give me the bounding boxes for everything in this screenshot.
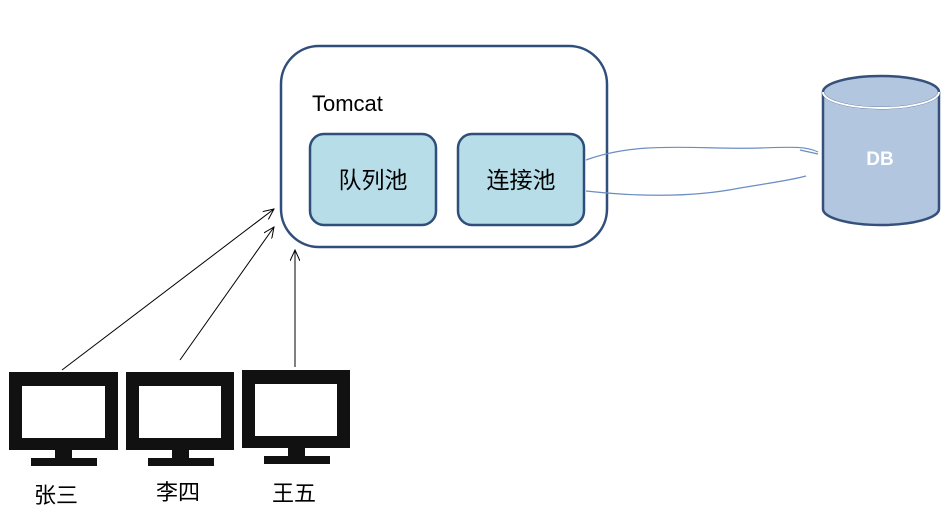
connection-pool-label: 连接池 xyxy=(487,168,556,194)
connection-pool-box xyxy=(456,132,586,227)
client-2: 李四 xyxy=(126,372,234,506)
client-1: 张三 xyxy=(9,372,118,509)
arrow-client-2 xyxy=(179,227,274,361)
monitor-icon xyxy=(242,370,350,464)
db-label: DB xyxy=(866,149,893,170)
monitor-icon xyxy=(126,372,234,466)
db-connection-line-tip xyxy=(799,149,819,155)
client-3: 王五 xyxy=(242,370,350,507)
tomcat-title: Tomcat xyxy=(312,91,383,116)
db-body xyxy=(821,92,941,227)
queue-pool-box xyxy=(308,132,438,227)
database-cylinder: DB xyxy=(821,74,941,227)
db-connection-line-upper xyxy=(585,146,819,161)
queue-pool: 队列池 xyxy=(308,132,438,227)
client-2-label: 李四 xyxy=(156,481,200,506)
client-1-label: 张三 xyxy=(34,484,78,509)
client-3-label: 王五 xyxy=(272,482,316,507)
db-connection-lines xyxy=(585,146,819,196)
db-connection-line-lower xyxy=(585,175,807,196)
db-top-highlight xyxy=(822,91,940,109)
arrow-client-1 xyxy=(61,209,274,371)
connection-pool: 连接池 xyxy=(456,132,586,227)
queue-pool-label: 队列池 xyxy=(339,168,408,194)
monitor-icon xyxy=(9,372,118,466)
request-arrows xyxy=(61,209,295,371)
